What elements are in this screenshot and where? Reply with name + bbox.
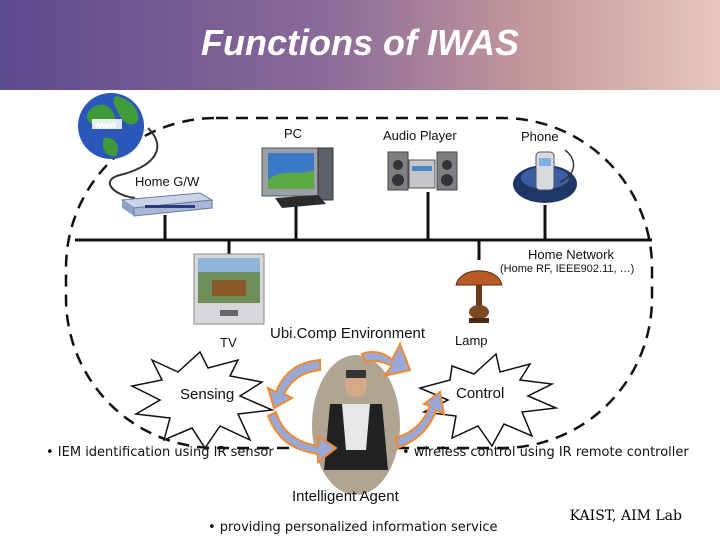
slide-title: Functions of IWAS xyxy=(201,22,519,63)
sensing-label: Sensing xyxy=(180,386,235,403)
footer-credit: KAIST, AIM Lab xyxy=(569,508,682,524)
sensing-arrow-bottom xyxy=(266,410,338,465)
phone-label: Phone xyxy=(521,129,559,144)
network-label: Home Network xyxy=(528,247,614,262)
agent-bullet: • providing personalized information ser… xyxy=(208,520,498,535)
gateway-icon xyxy=(120,192,214,217)
pc-label: PC xyxy=(284,126,303,141)
agent-photo xyxy=(312,355,400,495)
sensing-bullet: • IEM identification using IR sensor xyxy=(46,445,274,460)
tv-label: TV xyxy=(220,335,237,350)
sensing-arrow-top xyxy=(266,358,321,410)
pc-icon xyxy=(261,147,334,208)
control-arrow-bottom xyxy=(394,390,446,450)
globe-icon xyxy=(78,93,144,159)
phone-icon xyxy=(513,149,577,203)
network-detail-label: (Home RF, IEEE902.11, …) xyxy=(500,263,635,275)
control-label: Control xyxy=(456,385,505,402)
www-label: www xyxy=(95,120,117,130)
control-arrow-top xyxy=(360,341,412,378)
gateway-label: Home G/W xyxy=(135,174,200,189)
tv-icon xyxy=(193,253,265,325)
audio-player-icon xyxy=(387,151,458,191)
globe-cable xyxy=(108,127,159,199)
lamp-label: Lamp xyxy=(455,333,488,348)
audio-player-label: Audio Player xyxy=(383,128,457,143)
control-bullet: • wireless control using IR remote contr… xyxy=(402,445,689,460)
environment-label: Ubi.Comp Environment xyxy=(270,325,426,342)
title-banner xyxy=(0,0,720,90)
sensing-burst xyxy=(129,350,275,450)
agent-label: Intelligent Agent xyxy=(292,488,399,505)
lamp-icon xyxy=(455,270,503,323)
